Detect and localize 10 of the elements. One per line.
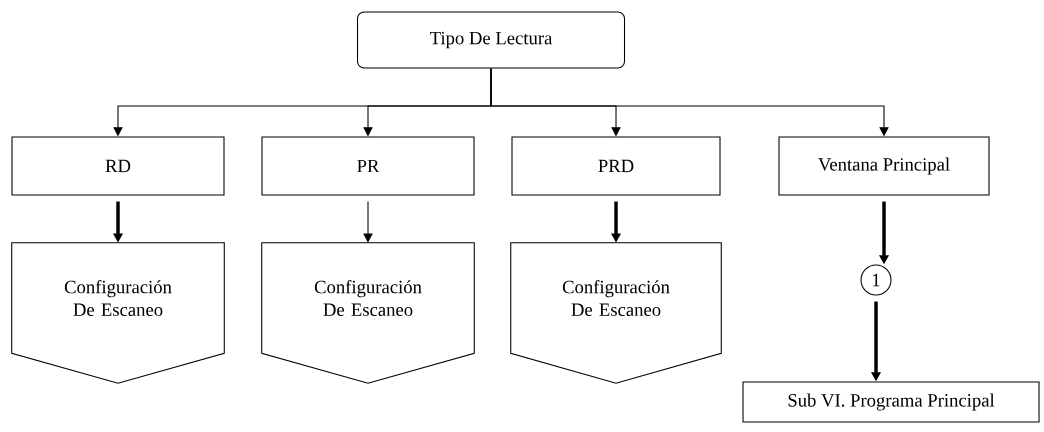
rounded-box: Tipo De Lectura xyxy=(356,11,626,69)
process-box: PR xyxy=(261,136,475,196)
process-box: RD xyxy=(11,136,225,196)
offpage-connector: Configuración De Escaneo xyxy=(261,242,475,384)
arrow xyxy=(363,233,373,243)
process-box: PRD xyxy=(511,136,721,196)
process-box: Ventana Principal xyxy=(778,136,990,196)
offpage-connector: Configuración De Escaneo xyxy=(510,242,722,384)
offpage-connector: Configuración De Escaneo xyxy=(11,242,225,384)
process-box: Sub VI. Programa Principal xyxy=(742,381,1040,423)
